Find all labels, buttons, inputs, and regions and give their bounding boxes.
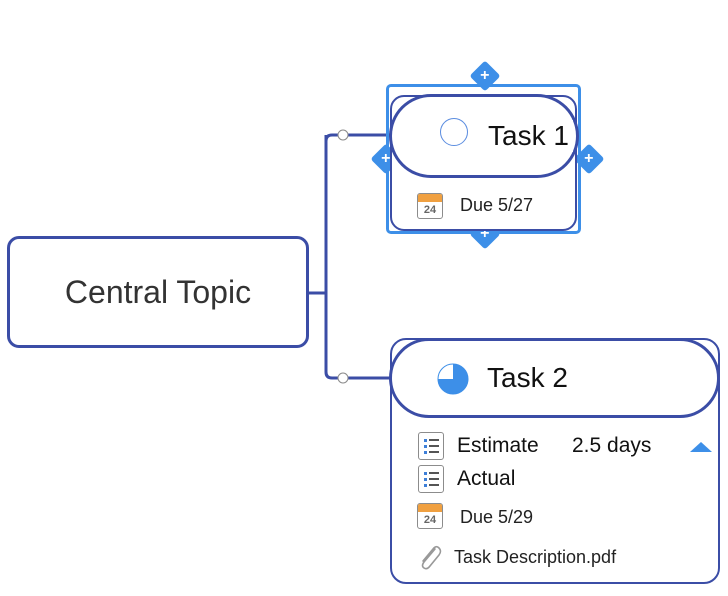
task2-title: Task 2: [487, 362, 568, 393]
list-icon: [418, 465, 444, 493]
attachment-link[interactable]: Task Description.pdf: [454, 547, 617, 567]
central-topic[interactable]: Central Topic: [7, 236, 309, 348]
estimate-label: Estimate: [457, 434, 539, 457]
selection-frame: + + + +: [370, 60, 605, 250]
actual-label: Actual: [457, 467, 516, 490]
triangle-up-icon[interactable]: [690, 442, 712, 452]
estimate-value[interactable]: 2.5 days: [572, 434, 652, 457]
task1-topic[interactable]: [389, 94, 579, 178]
empty-circle-icon[interactable]: [440, 118, 468, 146]
task1-due-date[interactable]: Due 5/27: [460, 195, 534, 215]
paperclip-icon: [421, 545, 442, 570]
task2-due-date[interactable]: Due 5/29: [460, 507, 534, 527]
calendar-icon: 24: [417, 503, 443, 529]
pie-75-icon[interactable]: [437, 363, 469, 395]
central-topic-label: Central Topic: [64, 273, 252, 310]
list-icon: [418, 432, 444, 460]
task1-title: Task 1: [488, 120, 573, 152]
calendar-icon: 24: [417, 193, 443, 219]
